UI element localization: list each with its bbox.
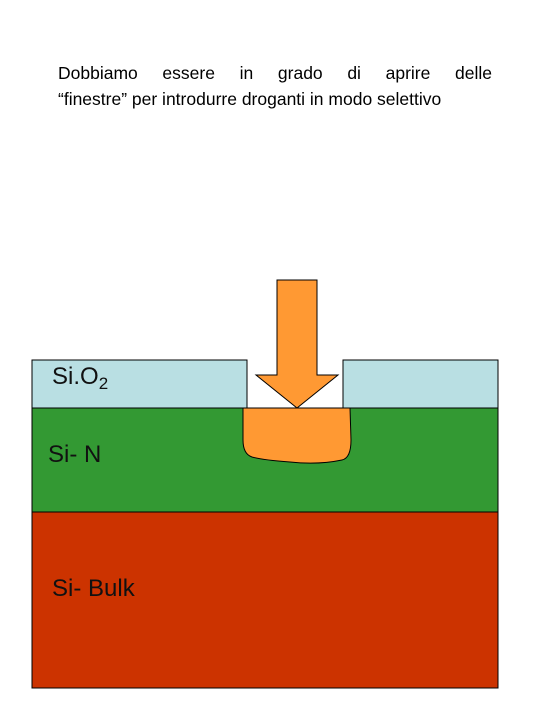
doped-region: [242, 407, 352, 464]
sio2-label-main: Si.O: [52, 363, 99, 390]
sio2-label: Si.O2: [52, 363, 109, 393]
implant-arrow: [254, 279, 340, 409]
caption-line-2: “finestre” per introdurre droganti in mo…: [58, 89, 442, 109]
sio2-left-block: [31, 359, 248, 409]
si-bulk-layer: [31, 511, 499, 689]
si-n-label: Si- N: [48, 441, 102, 468]
sio2-label-subscript: 2: [98, 374, 109, 393]
caption-line-1: Dobbiamo essere in grado di aprire delle: [58, 63, 492, 83]
caption: Dobbiamo essere in grado di aprire delle…: [58, 60, 492, 112]
si-bulk-label: Si- Bulk: [52, 575, 135, 602]
sio2-right-block: [342, 359, 499, 409]
